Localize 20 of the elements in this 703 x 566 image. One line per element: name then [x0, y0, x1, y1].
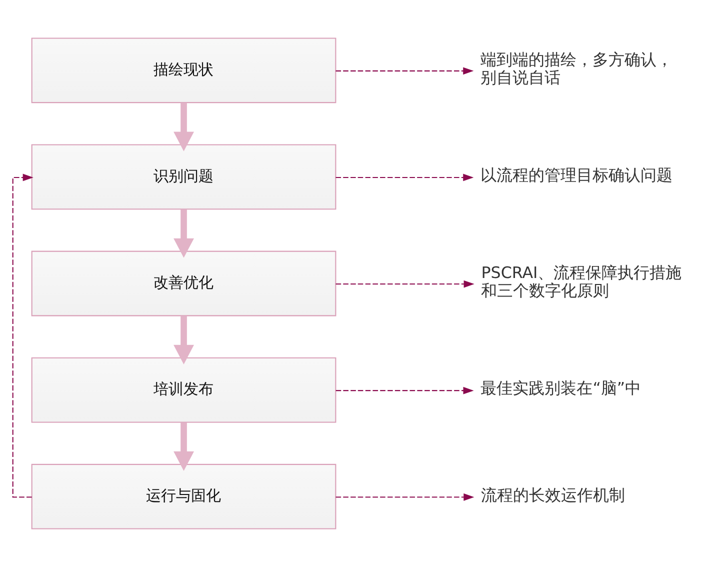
node-text: 端到端的描绘，多方确认，别自说自话: [480, 50, 673, 87]
arrow: [336, 386, 474, 394]
node-text: PSCRAI、流程保障执行措施和三个数字化原则: [481, 262, 682, 300]
node-box: 识别问题: [31, 144, 336, 210]
node-text: 流程的长效运作机制: [481, 484, 626, 504]
arrow: [174, 315, 194, 364]
node-box: 描绘现状: [31, 37, 336, 103]
arrow: [174, 208, 194, 258]
arrow: [336, 173, 474, 181]
node-text: 最佳实践别装在“脑”中: [480, 378, 642, 398]
arrow: [174, 422, 194, 470]
arrow: [336, 66, 474, 74]
node-box: 培训发布: [31, 356, 336, 422]
arrow: [174, 102, 194, 151]
arrow: [336, 280, 474, 288]
arrow: [12, 173, 34, 498]
node-box: 运行与固化: [31, 463, 336, 529]
node-box: 改善优化: [31, 250, 336, 316]
arrow: [336, 492, 474, 500]
node-text: 以流程的管理目标确认问题: [480, 165, 673, 184]
